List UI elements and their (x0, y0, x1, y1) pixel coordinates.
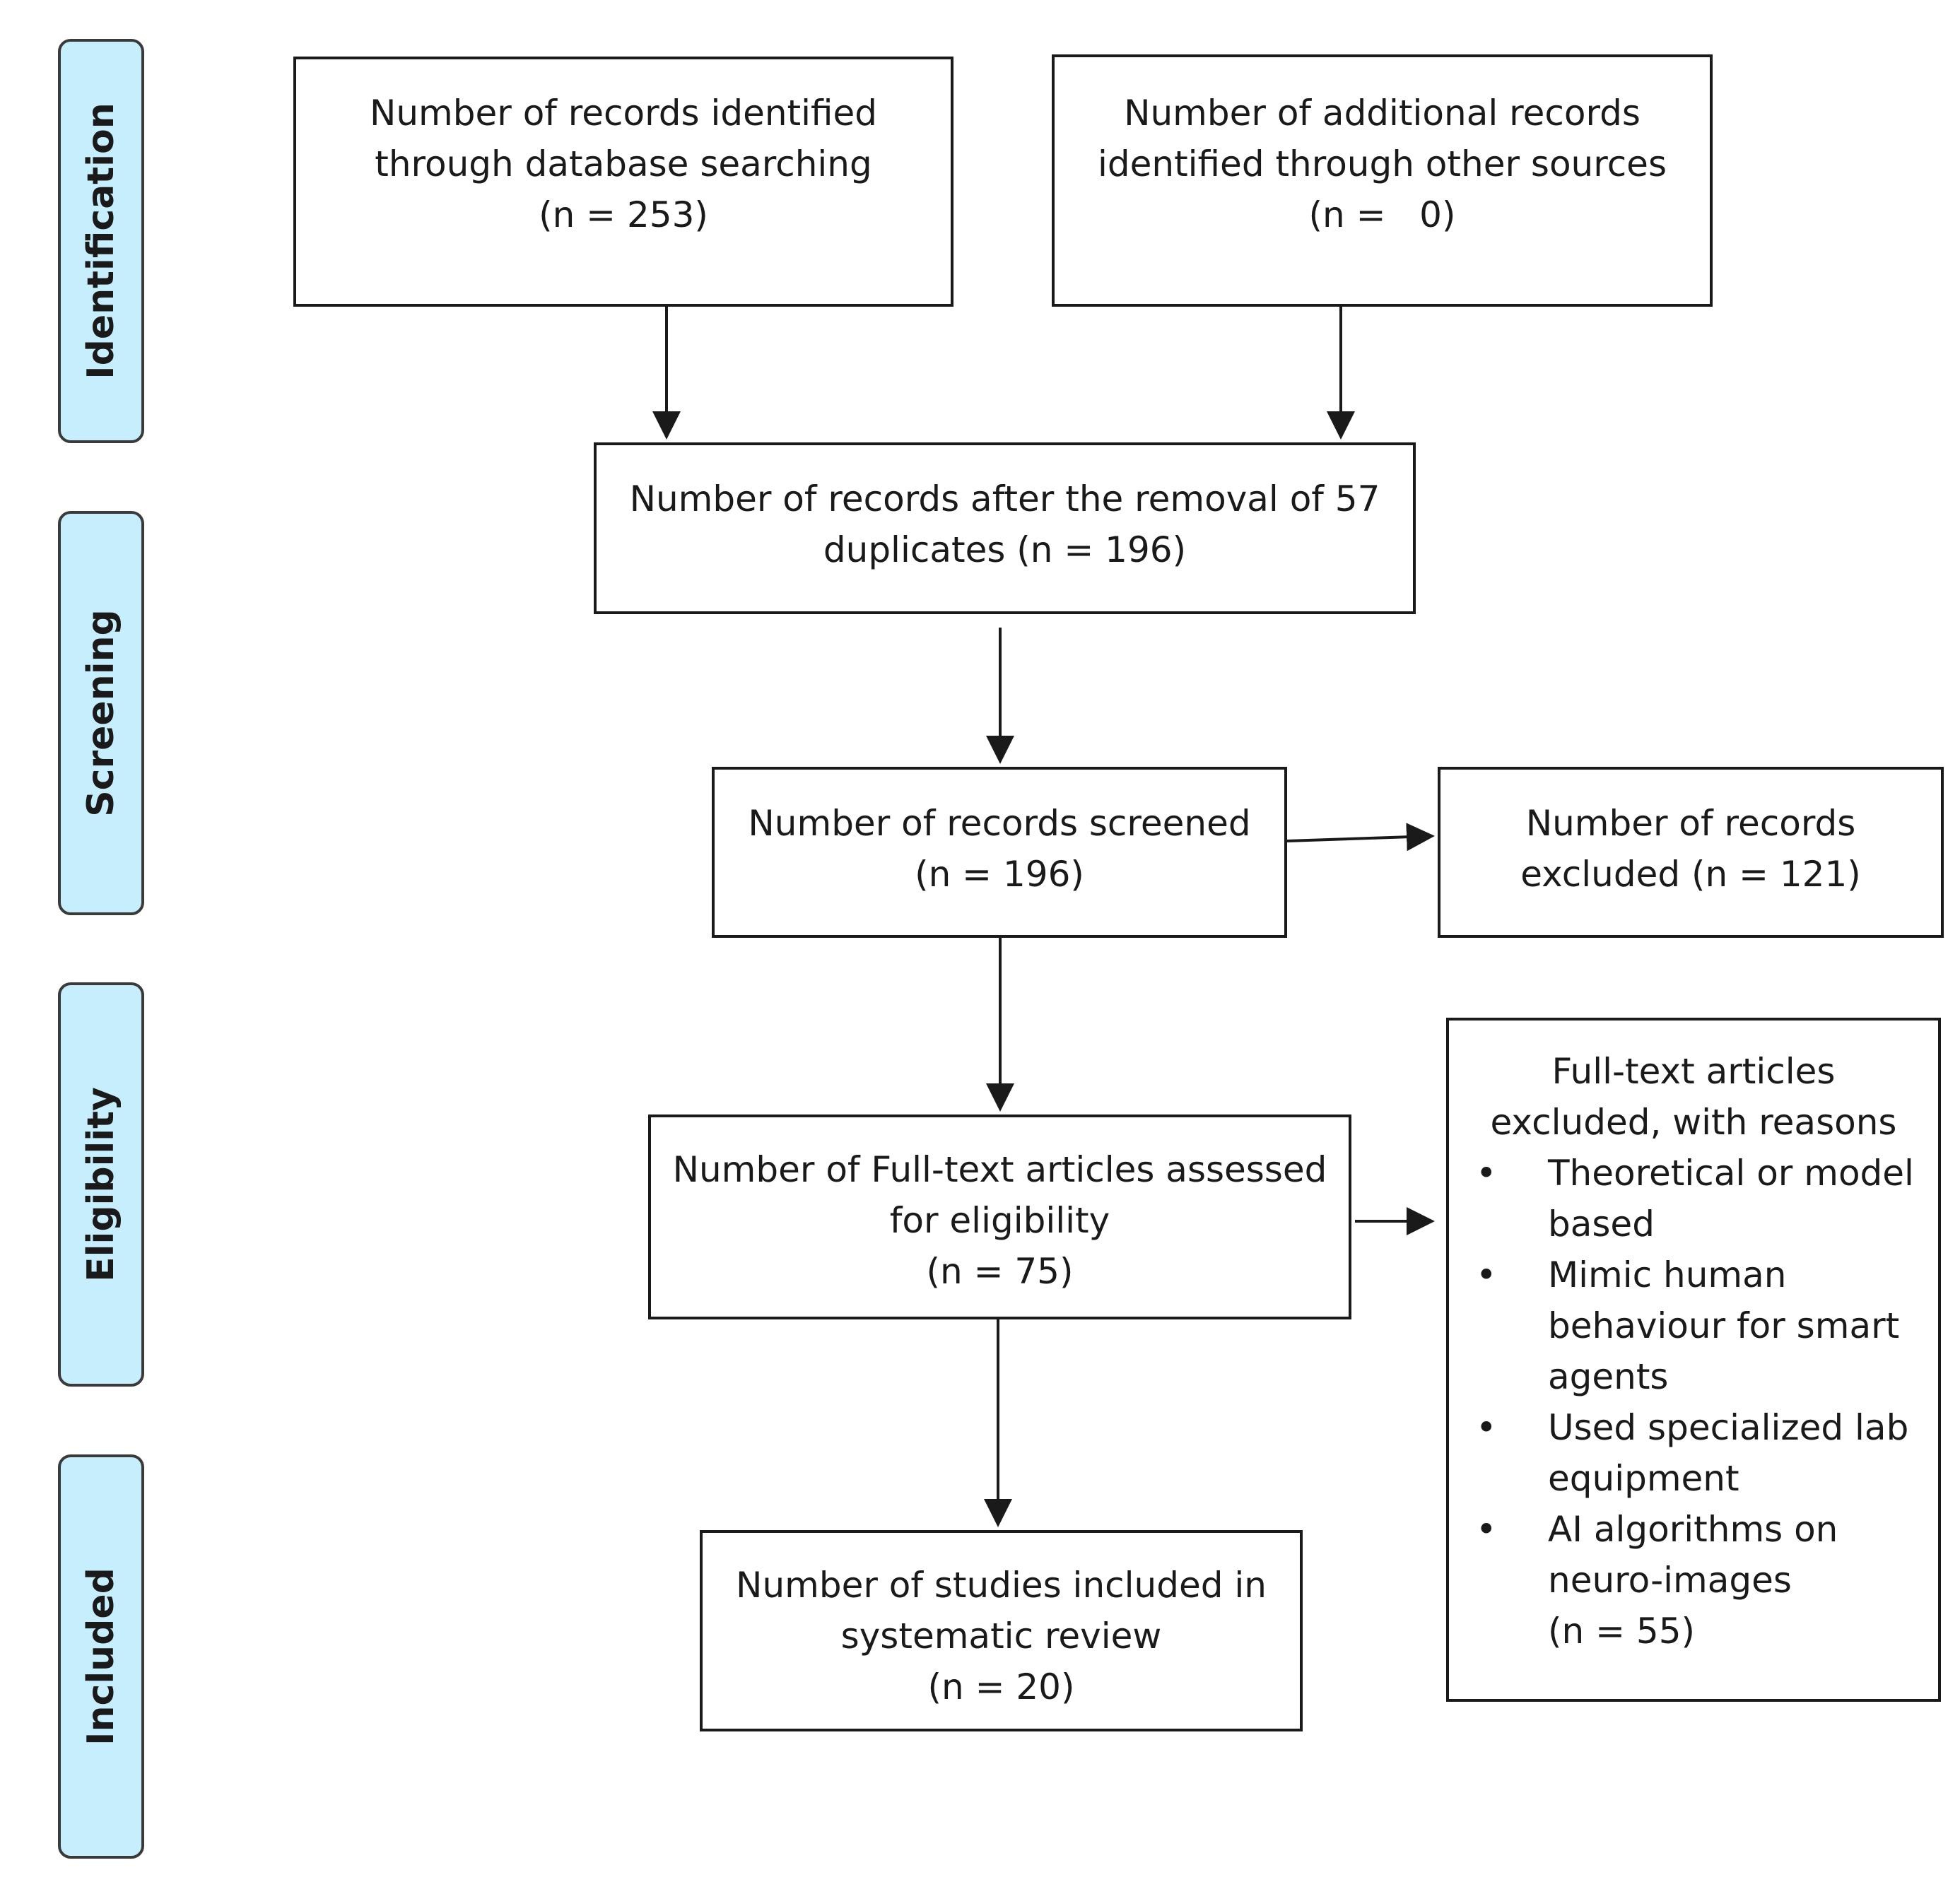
box-line: (n = 20) (927, 1666, 1075, 1707)
after-duplicates-box: Number of records after the removal of 5… (594, 442, 1416, 614)
excluded-heading-line: excluded, with reasons (1490, 1102, 1897, 1143)
arrow-screened-to-excluded (1286, 823, 1435, 852)
box-line: Number of records (1525, 803, 1856, 844)
box-line: (n = 0) (1308, 194, 1456, 235)
box-line: Number of studies included in (736, 1565, 1267, 1606)
box-line: Number of additional records (1124, 93, 1641, 134)
box-line: identified through other sources (1097, 143, 1667, 184)
records-excluded-box: Number of records excluded (n = 121) (1438, 767, 1944, 938)
exclusion-reason-text: Used specialized lab equipment (1548, 1407, 1909, 1499)
box-line: (n = 253) (539, 194, 708, 235)
stage-included: Included (58, 1454, 144, 1859)
exclusion-reason-text: AI algorithms on neuro-images (1548, 1509, 1838, 1601)
full-text-excluded-box: Full-text articles excluded, with reason… (1446, 1018, 1941, 1702)
box-line: through database searching (375, 143, 872, 184)
box-line: Number of records after the removal of 5… (629, 478, 1380, 519)
excluded-heading-line: Full-text articles (1551, 1051, 1836, 1092)
exclusion-reason: • Mimic human behaviour for smart agents (1449, 1249, 1938, 1402)
full-text-assessed-box: Number of Full-text articles assessed fo… (648, 1115, 1351, 1319)
stage-screening: Screening (58, 511, 144, 915)
stage-identification: Identification (58, 39, 144, 443)
bullet-icon: • (1476, 1407, 1497, 1448)
records-screened-box: Number of records screened (n = 196) (712, 767, 1287, 938)
box-line: for eligibility (889, 1200, 1110, 1241)
bullet-icon: • (1476, 1254, 1497, 1295)
exclusion-reasons-list: • Theoretical or model based • Mimic hum… (1449, 1148, 1938, 1606)
excluded-count: (n = 55) (1548, 1611, 1696, 1652)
box-line: (n = 196) (915, 854, 1084, 895)
studies-included-box: Number of studies included in systematic… (700, 1530, 1303, 1731)
exclusion-reason-text: Mimic human behaviour for smart agents (1548, 1254, 1900, 1397)
exclusion-reason: • Theoretical or model based (1449, 1148, 1938, 1249)
exclusion-reason: • AI algorithms on neuro-images (1449, 1504, 1938, 1606)
database-records-box: Number of records identified through dat… (293, 57, 953, 307)
bullet-icon: • (1476, 1509, 1497, 1550)
box-line: systematic review (840, 1616, 1162, 1657)
box-line: Number of records identified (369, 93, 878, 134)
other-sources-box: Number of additional records identified … (1052, 54, 1713, 307)
exclusion-reason: • Used specialized lab equipment (1449, 1402, 1938, 1504)
box-line: Number of records screened (748, 803, 1251, 844)
box-line: Number of Full-text articles assessed (672, 1149, 1327, 1190)
bullet-icon: • (1476, 1153, 1497, 1194)
box-line: duplicates (n = 196) (823, 529, 1187, 570)
exclusion-reason-text: Theoretical or model based (1548, 1153, 1914, 1245)
box-line: excluded (n = 121) (1520, 854, 1861, 895)
stage-eligibility: Eligibility (58, 982, 144, 1387)
box-line: (n = 75) (926, 1251, 1074, 1292)
